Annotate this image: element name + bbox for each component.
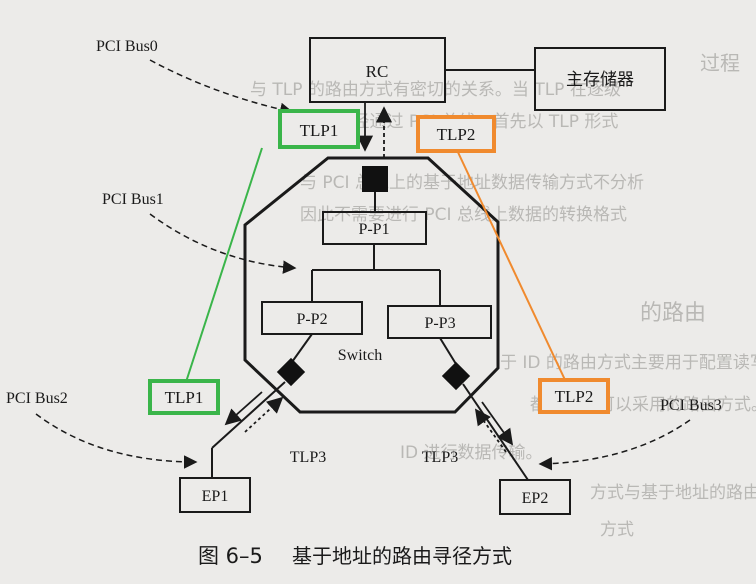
pp2-to-port-link [291, 333, 313, 363]
tlp2-bottom-badge: TLP2 [538, 378, 610, 414]
downstream-port-left [276, 357, 306, 387]
bg-text-line-1: 与 TLP 的路由方式有密切的关系。当 TLP 在逐级 [250, 80, 621, 100]
tlp2-bottom-label: TLP2 [555, 387, 594, 406]
tlp3-right-dotted-arrow [474, 408, 507, 453]
tlp3-left-label: TLP3 [290, 449, 326, 466]
tlp3-right-label: TLP3 [422, 449, 458, 466]
pp1-label: P-P1 [358, 221, 389, 238]
pp3-box: P-P3 [387, 305, 492, 339]
bg-text-line-5: 的路由 [640, 301, 706, 326]
ep2-box: EP2 [499, 479, 571, 515]
tlp1-top-badge: TLP1 [278, 109, 360, 149]
bg-text-line-10: 方式 [600, 520, 634, 540]
pci-bus1-arrow [149, 213, 297, 274]
ep1-box: EP1 [179, 477, 251, 513]
pci-bus0-label: PCI Bus0 [96, 38, 158, 55]
pci-bus2-arrow [35, 413, 198, 469]
pci-bus3-label: PCI Bus3 [660, 397, 722, 414]
bg-text-line-4: 因此不需要进行 PCI 总线上数据的转换格式 [300, 205, 627, 225]
tlp1-top-label: TLP1 [300, 121, 339, 140]
pp2-label: P-P2 [296, 311, 327, 328]
pp3-to-port-link [439, 337, 457, 365]
pp2-box: P-P2 [261, 301, 363, 335]
pci-bus0-arrow [149, 59, 294, 117]
link-port-ep1 [211, 381, 286, 449]
ep2-label: EP2 [522, 490, 549, 507]
pci-bus2-label: PCI Bus2 [6, 390, 68, 407]
internal-bus [311, 244, 441, 306]
bg-text-top-right: 过程 [700, 51, 740, 75]
caption-text: 基于地址的路由寻径方式 [292, 544, 512, 568]
bg-text-line-6: 于 ID 的路由方式主要用于配置读写请求 TLP、Cpl [500, 353, 756, 373]
tlp3-right-arrow [481, 401, 514, 446]
tlp2-orange-line [455, 147, 567, 383]
switch-octagon [243, 156, 500, 414]
tlp1-green-line [185, 147, 263, 383]
caption-number: 图 6–5 [198, 544, 263, 568]
tlp2-top-label: TLP2 [437, 125, 476, 144]
tlp3-left-dotted-arrow [244, 396, 284, 433]
main-memory-box: 主存储器 [445, 47, 666, 111]
tlp1-bottom-label: TLP1 [165, 388, 204, 407]
tlp1-bottom-badge: TLP1 [148, 379, 220, 415]
link-port-ep2 [462, 383, 529, 481]
switch-label: Switch [338, 347, 382, 364]
downstream-port-right [441, 361, 471, 391]
rc-label: RC [366, 62, 389, 81]
pci-bus3-arrow [538, 419, 691, 471]
bg-text-line-9: 方式与基于地址的路由方式有较大的不同。基于 ID 路 [590, 483, 756, 503]
pci-bus1-label: PCI Bus1 [102, 191, 164, 208]
tlp2-top-badge: TLP2 [416, 115, 496, 153]
main-memory-label: 主存储器 [566, 70, 634, 90]
tlp3-left-arrow [224, 391, 263, 426]
upstream-port [362, 166, 388, 192]
pp3-label: P-P3 [424, 315, 455, 332]
ep1-label: EP1 [202, 488, 229, 505]
